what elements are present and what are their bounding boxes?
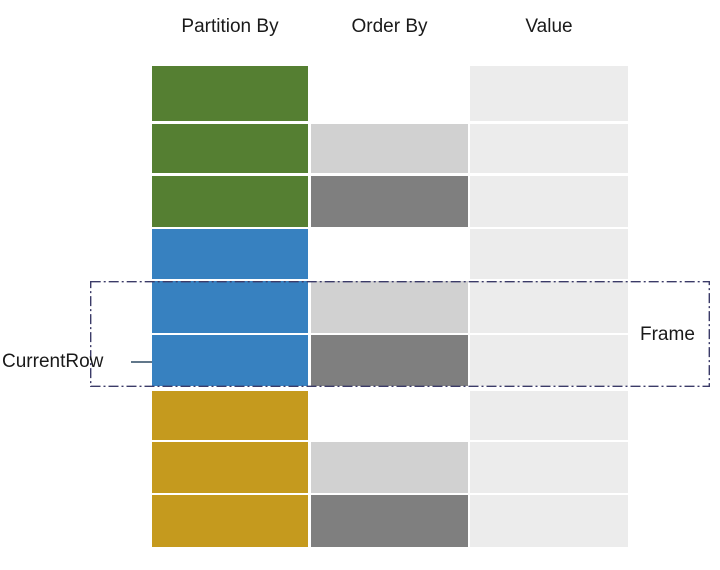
cell-value-row-9 bbox=[470, 495, 628, 547]
cell-partition-row-9 bbox=[152, 495, 308, 547]
cell-value-row-2 bbox=[470, 124, 628, 173]
cell-order-row-2 bbox=[311, 124, 468, 173]
cell-order-row-1 bbox=[311, 66, 468, 121]
cell-partition-row-1 bbox=[152, 66, 308, 121]
cell-value-row-4 bbox=[470, 229, 628, 279]
cell-order-row-8 bbox=[311, 442, 468, 493]
cell-order-row-4 bbox=[311, 229, 468, 279]
cell-partition-row-4 bbox=[152, 229, 308, 279]
cell-value-row-3 bbox=[470, 176, 628, 227]
cell-value-row-1 bbox=[470, 66, 628, 121]
cell-partition-row-3 bbox=[152, 176, 308, 227]
cell-partition-row-7 bbox=[152, 391, 308, 440]
cell-order-row-9 bbox=[311, 495, 468, 547]
column-header-partition-by: Partition By bbox=[181, 16, 279, 37]
cell-partition-row-2 bbox=[152, 124, 308, 173]
cell-partition-row-8 bbox=[152, 442, 308, 493]
frame-label: Frame bbox=[640, 324, 695, 345]
column-header-order-by: Order By bbox=[351, 16, 428, 37]
cell-order-row-6 bbox=[311, 335, 468, 386]
cell-partition-row-6 bbox=[152, 335, 308, 386]
cell-order-row-5 bbox=[311, 281, 468, 333]
cell-value-row-5 bbox=[470, 281, 628, 333]
cell-order-row-7 bbox=[311, 391, 468, 440]
cell-order-row-3 bbox=[311, 176, 468, 227]
cell-value-row-7 bbox=[470, 391, 628, 440]
cell-partition-row-5 bbox=[152, 281, 308, 333]
cell-value-row-8 bbox=[470, 442, 628, 493]
current-row-label: CurrentRow bbox=[2, 351, 104, 372]
cell-value-row-6 bbox=[470, 335, 628, 386]
column-header-value: Value bbox=[525, 16, 573, 37]
